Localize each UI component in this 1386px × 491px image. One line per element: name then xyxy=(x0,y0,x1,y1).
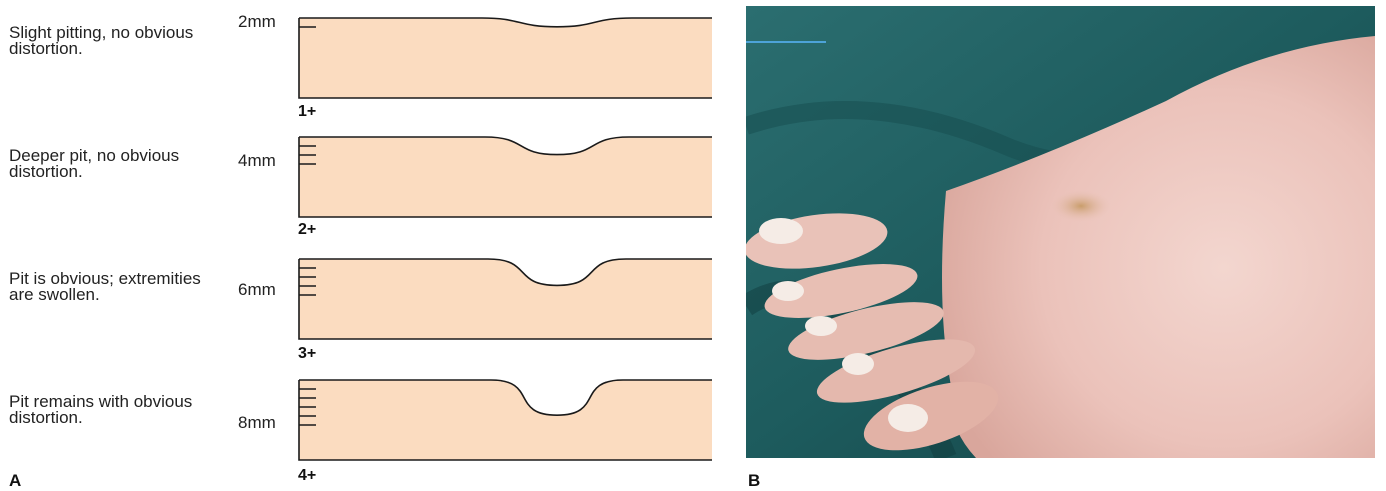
foot-illustration xyxy=(746,6,1375,458)
row-4-grade: 4+ xyxy=(298,467,316,485)
row-3-grade: 3+ xyxy=(298,345,316,363)
panel-b-letter: B xyxy=(748,471,760,491)
swollen-foot-photo xyxy=(746,6,1375,458)
tissue-cross-section-3 xyxy=(299,259,712,339)
panel-a-letter: A xyxy=(9,471,21,491)
row-2-grade: 2+ xyxy=(298,221,316,239)
row-1-grade: 1+ xyxy=(298,103,316,121)
tissue-cross-section-1 xyxy=(299,18,712,98)
tissue-cross-section-2 xyxy=(299,137,712,217)
tissue-cross-section-4 xyxy=(299,380,712,460)
